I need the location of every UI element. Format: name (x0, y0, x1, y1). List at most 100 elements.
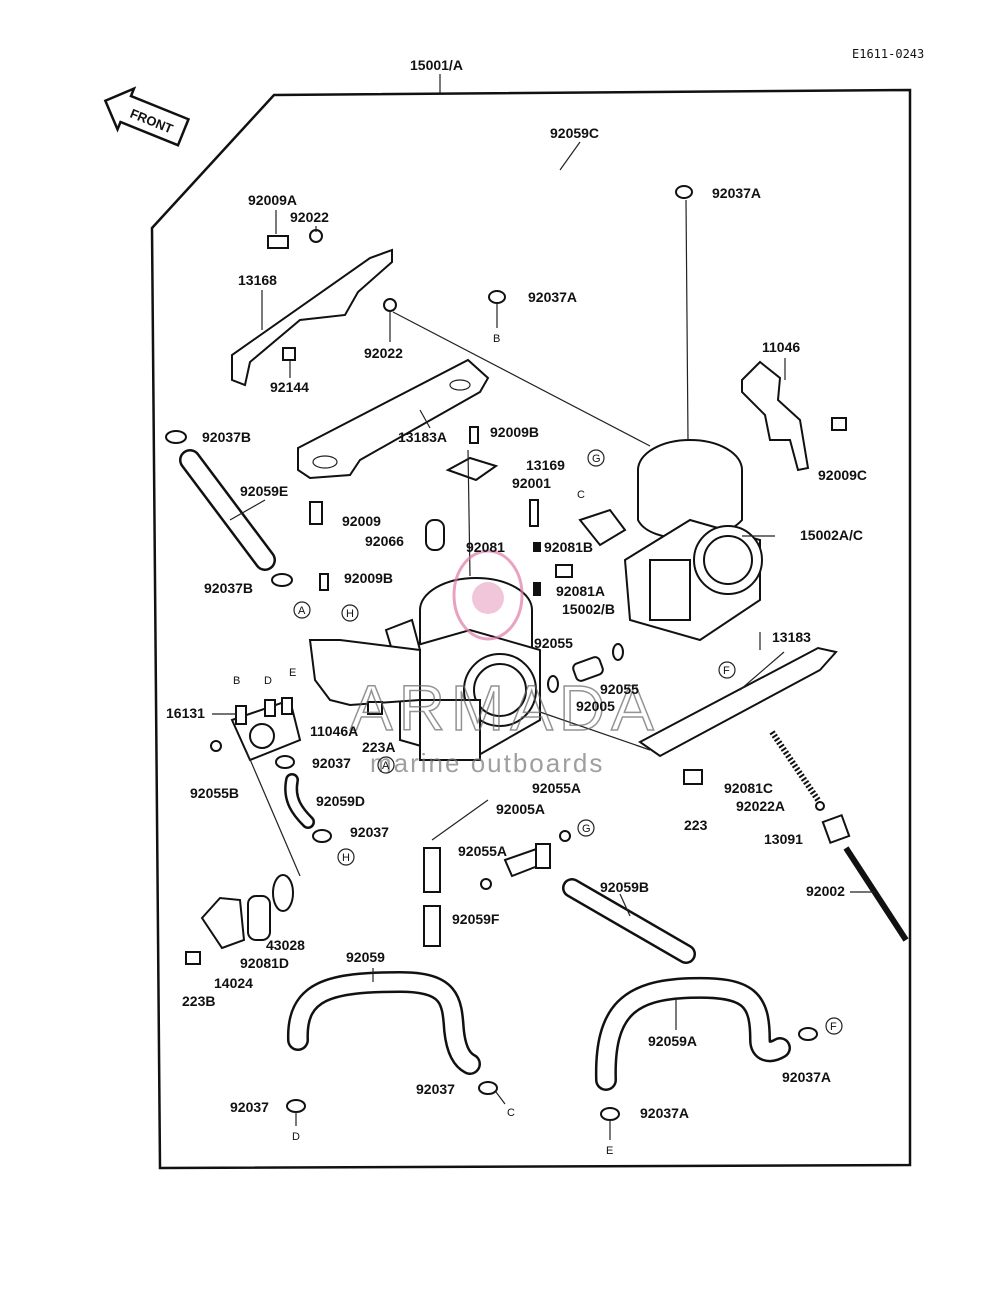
clip-92037A-3 (798, 1027, 818, 1041)
ref-H-1-circle (341, 604, 359, 622)
label-92037-a: 92037 (312, 755, 351, 771)
screw-92009C (831, 417, 847, 431)
label-92055A-b: 92055A (458, 843, 507, 859)
hose-92059D-inner (286, 775, 313, 827)
label-92055B: 92055B (190, 785, 239, 801)
assembly-ref-label: 15001/A (410, 57, 463, 73)
label-16131: 16131 (166, 705, 205, 721)
clip-92037-d (286, 1099, 306, 1113)
ref-G-1-circle (587, 449, 605, 467)
leader-92022-carb (392, 311, 651, 447)
label-13183: 13183 (772, 629, 811, 645)
leader-92059C (559, 141, 581, 171)
screw-92009B-b (319, 573, 329, 591)
label-92081B: 92081B (544, 539, 593, 555)
leader-pipe (431, 799, 489, 841)
bracket-13168 (231, 248, 393, 387)
screw-223A (367, 701, 383, 715)
label-92009B-a: 92009B (490, 424, 539, 440)
label-92081: 92081 (466, 539, 505, 555)
watermark-logo-dot (472, 582, 504, 614)
clip-92037-b (312, 829, 332, 843)
spring-92081B (555, 564, 573, 578)
label-92066: 92066 (365, 533, 404, 549)
screw-92009A (267, 235, 289, 249)
label-15002-B: 15002/B (562, 601, 615, 617)
ref-F-1: F (723, 665, 730, 677)
plug-92081 (533, 542, 541, 552)
ref-A-2: A (382, 760, 390, 772)
clip-92037-c (478, 1081, 498, 1095)
fitting-16131 (230, 697, 302, 762)
spring-92081C (769, 730, 821, 802)
leader-pump (245, 749, 301, 877)
ref-B-2: B (233, 675, 240, 687)
ref-G-1: G (592, 453, 601, 465)
spring-92081A (533, 582, 541, 596)
oring-92055-a (547, 675, 559, 693)
lever-13169 (445, 456, 499, 482)
pipe-92059F (423, 905, 441, 947)
label-92009: 92009 (342, 513, 381, 529)
cover-14024 (200, 896, 246, 950)
oring-92055A-b (480, 878, 492, 890)
label-92055A-a: 92055A (532, 780, 581, 796)
label-92059B: 92059B (600, 879, 649, 895)
ref-G-2: G (582, 823, 591, 835)
label-92037A-2: 92037A (528, 289, 577, 305)
plate-hole-2 (449, 379, 471, 391)
leader-92059E (229, 499, 266, 521)
ref-H-1: H (346, 608, 354, 620)
leader-C-bottom (495, 1091, 506, 1105)
oring-92055-b (612, 643, 624, 661)
label-92059C: 92059C (550, 125, 599, 141)
label-13183A: 13183A (398, 429, 447, 445)
label-92037-d: 92037 (230, 1099, 269, 1115)
hose-92059E-inner (181, 451, 274, 569)
hose-92059C-inner (483, 118, 691, 281)
label-13169: 13169 (526, 457, 565, 473)
oring-92055B (210, 740, 222, 752)
ref-D-2: D (264, 675, 272, 687)
label-223B: 223B (182, 993, 215, 1009)
label-92144: 92144 (270, 379, 309, 395)
ref-B-top: B (493, 333, 500, 345)
screw-92001 (529, 499, 539, 527)
label-92059: 92059 (346, 949, 385, 965)
leader-92059B (619, 893, 631, 917)
label-92037B-b: 92037B (204, 580, 253, 596)
plate-hole-1 (312, 455, 338, 469)
front-arrow-icon: FRONT (103, 86, 191, 147)
clip-92037-a (275, 755, 295, 769)
screw-223 (683, 769, 703, 785)
plate-13183 (638, 646, 838, 758)
ref-A-1: A (298, 605, 306, 617)
label-92009B-b: 92009B (344, 570, 393, 586)
bracket-11046A (308, 639, 421, 707)
screw-223B (185, 951, 201, 965)
ref-A-1-circle (293, 601, 311, 619)
ref-C-1: C (577, 489, 585, 501)
label-92081C: 92081C (724, 780, 773, 796)
label-92037A-3: 92037A (782, 1069, 831, 1085)
label-15002A-C: 15002A/C (800, 527, 863, 543)
cable-92002 (843, 846, 909, 942)
hose-92059C (486, 122, 687, 281)
label-11046: 11046 (762, 339, 800, 355)
clip-92037A-4 (600, 1107, 620, 1121)
drawing-code: E1611-0243 (852, 47, 924, 61)
label-223: 223 (684, 817, 708, 833)
screw-92009B-a (469, 426, 479, 444)
carburetor-15002A-C (578, 439, 763, 642)
cap-92066 (425, 519, 445, 551)
ref-H-2-circle (337, 848, 355, 866)
assembly-frame (150, 88, 912, 1170)
label-92059D: 92059D (316, 793, 365, 809)
label-92059F: 92059F (452, 911, 500, 927)
clip-92037A-2 (488, 290, 506, 304)
pipe-92059F-upper (423, 847, 441, 893)
spring-92081D (247, 895, 271, 941)
ref-A-2-circle (377, 756, 395, 774)
screw-92009 (309, 501, 323, 525)
ref-G-2-circle (577, 819, 595, 837)
